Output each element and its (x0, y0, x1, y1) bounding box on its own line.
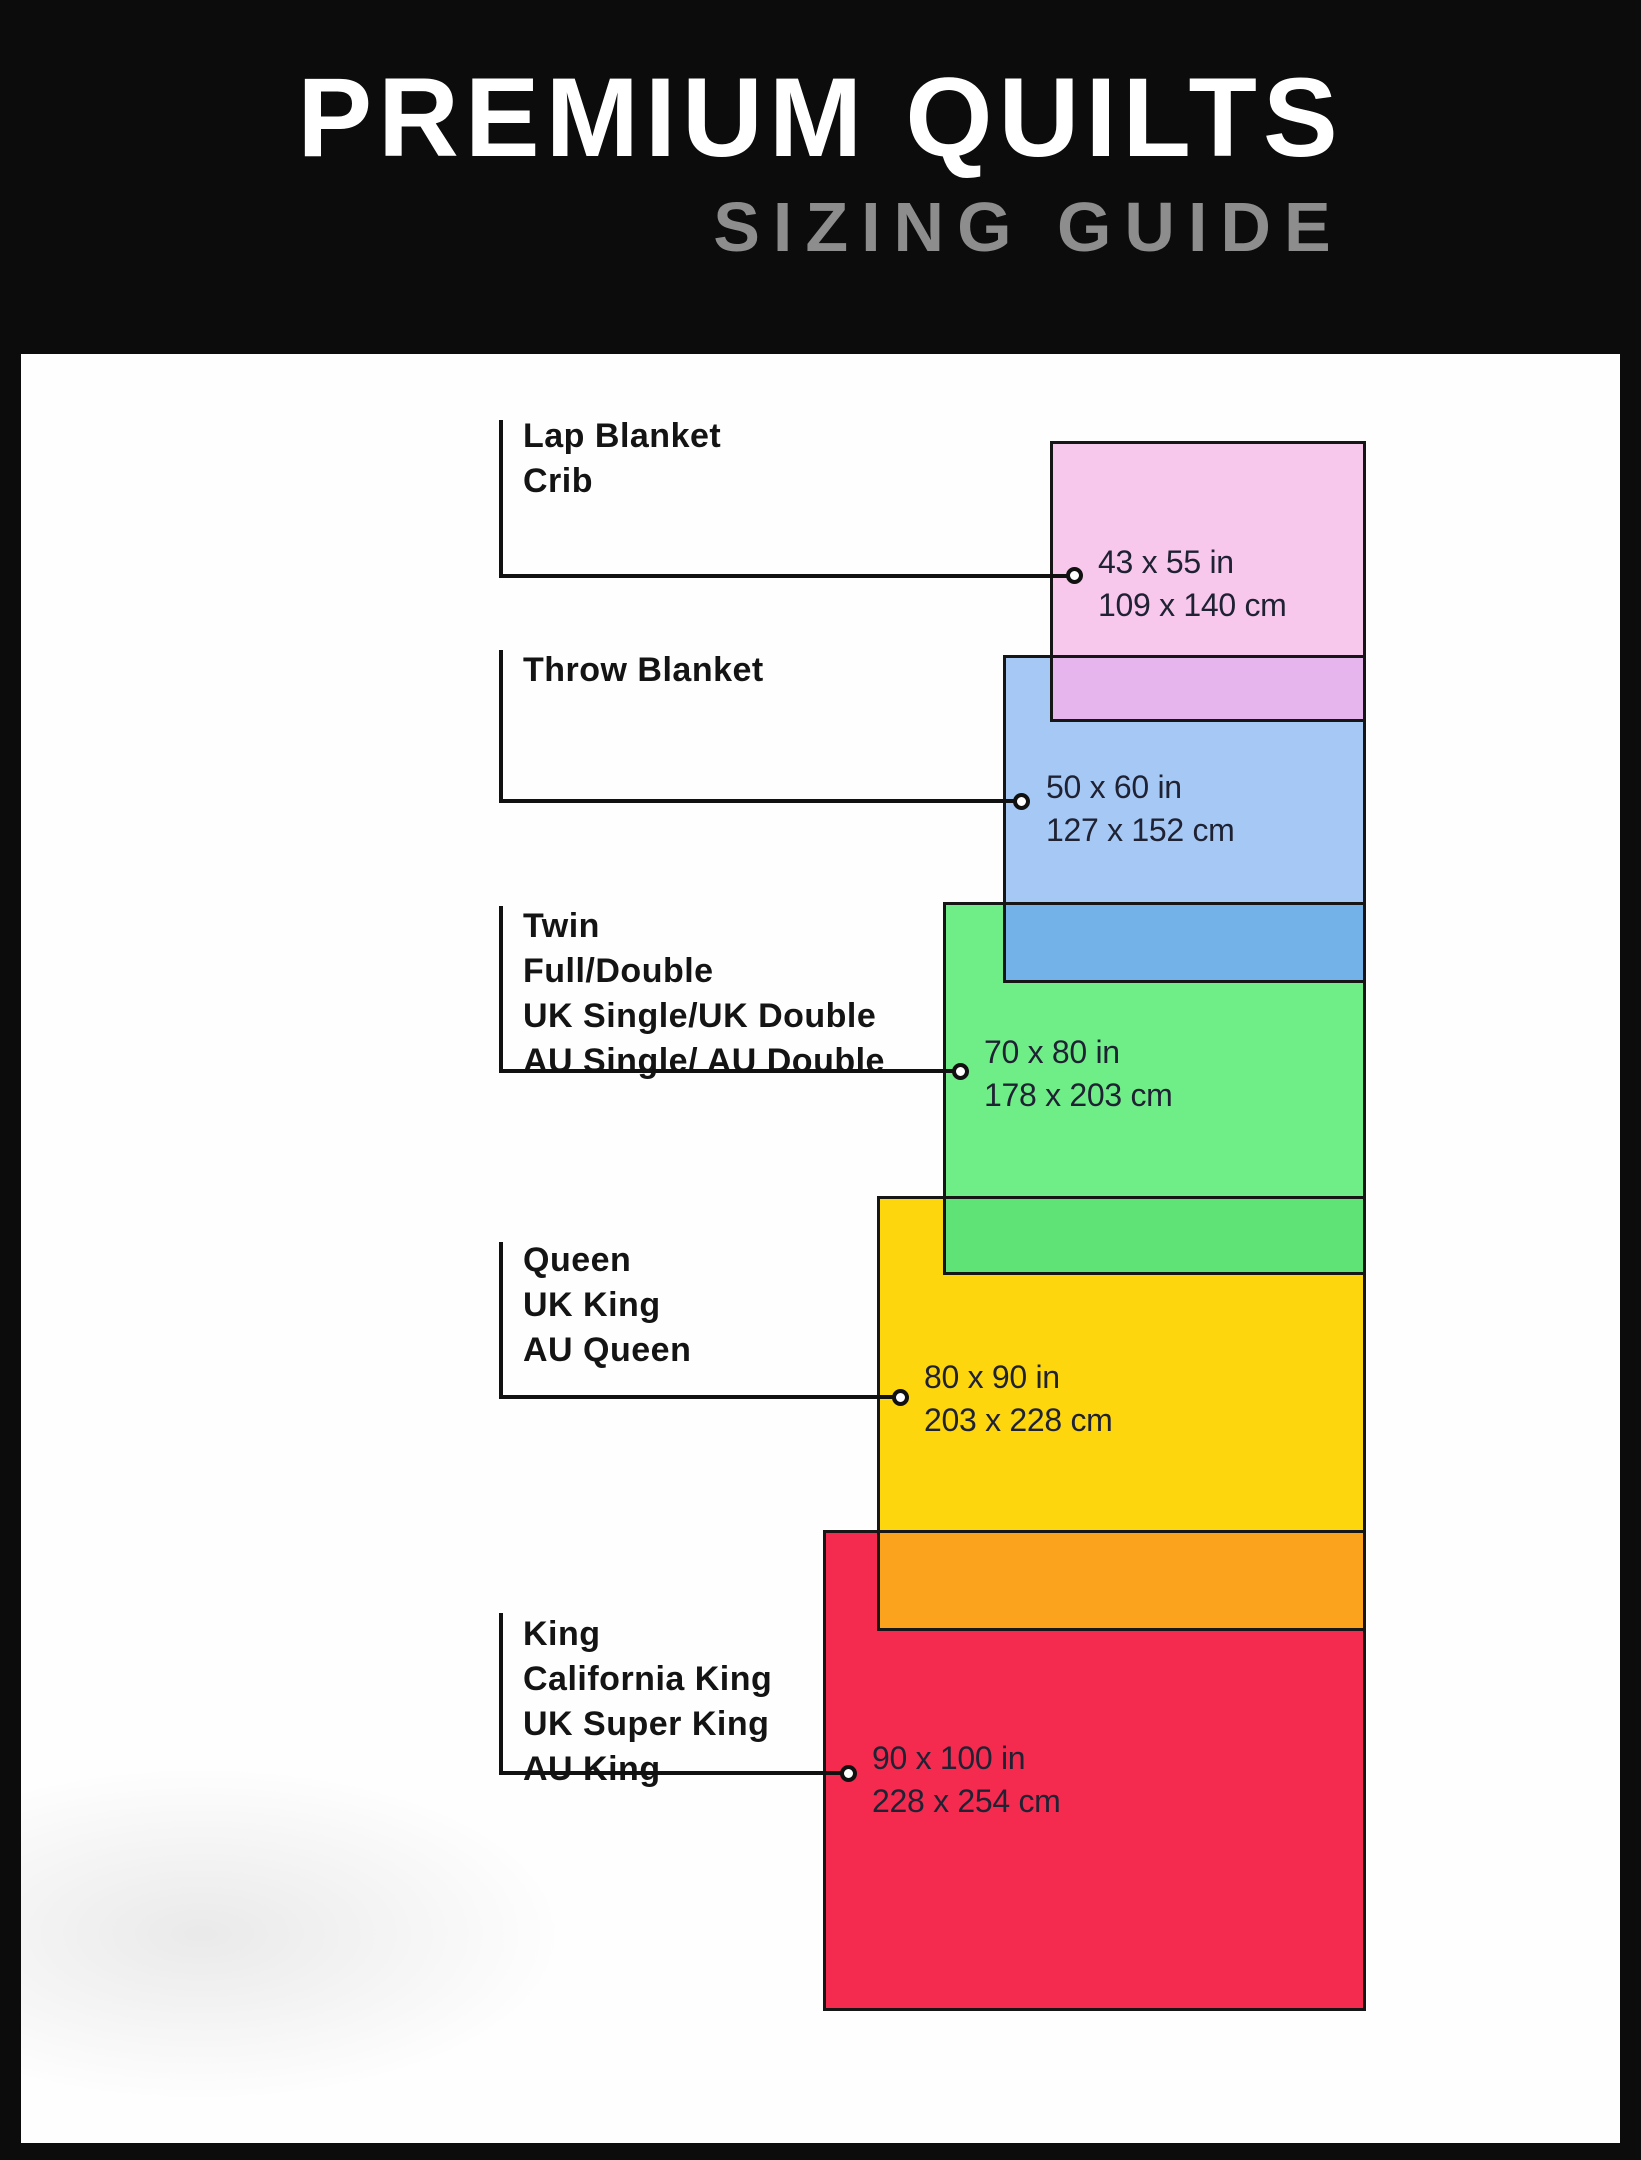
connector-horizontal-throw-blanket (499, 799, 1018, 803)
dimensions-lap-blanket: 43 x 55 in 109 x 140 cm (1098, 541, 1287, 627)
connector-horizontal-twin (499, 1069, 957, 1073)
connector-horizontal-lap-blanket (499, 574, 1071, 578)
overlap-strip-queen-king (880, 1530, 1363, 1628)
label-line: Queen (523, 1241, 632, 1279)
marker-dot-lap-blanket (1066, 567, 1083, 584)
dimension-inches: 43 x 55 in (1098, 544, 1234, 580)
label-king: King California King UK Super King AU Ki… (523, 1612, 772, 1792)
marker-dot-throw-blanket (1013, 793, 1030, 810)
header: PREMIUM QUILTS SIZING GUIDE (0, 0, 1641, 354)
dimensions-queen: 80 x 90 in 203 x 228 cm (924, 1356, 1113, 1442)
quilt-rect-lap-blanket (1050, 441, 1366, 722)
overlap-strip-lap-throw (1053, 655, 1363, 719)
label-line: UK Single/UK Double (523, 997, 877, 1035)
label-line: AU King (523, 1750, 661, 1788)
label-line: California King (523, 1660, 773, 1698)
label-line: AU Queen (523, 1331, 692, 1369)
connector-vertical-throw-blanket (499, 650, 503, 803)
dimensions-king: 90 x 100 in 228 x 254 cm (872, 1737, 1061, 1823)
dimension-cm: 178 x 203 cm (984, 1077, 1173, 1113)
label-line: Full/Double (523, 952, 714, 990)
dimensions-throw-blanket: 50 x 60 in 127 x 152 cm (1046, 766, 1235, 852)
marker-dot-twin (952, 1063, 969, 1080)
label-queen: Queen UK King AU Queen (523, 1238, 691, 1373)
connector-horizontal-king (499, 1771, 845, 1775)
connector-vertical-twin (499, 906, 503, 1073)
dimensions-twin: 70 x 80 in 178 x 203 cm (984, 1031, 1173, 1117)
dimension-inches: 50 x 60 in (1046, 769, 1182, 805)
label-line: Lap Blanket (523, 417, 722, 455)
label-line: Throw Blanket (523, 651, 764, 689)
connector-vertical-lap-blanket (499, 420, 503, 578)
connector-vertical-queen (499, 1242, 503, 1399)
label-line: King (523, 1615, 601, 1653)
dimension-cm: 127 x 152 cm (1046, 812, 1235, 848)
dimension-inches: 70 x 80 in (984, 1034, 1120, 1070)
label-line: Twin (523, 907, 600, 945)
page-title: PREMIUM QUILTS (297, 55, 1344, 180)
label-line: Crib (523, 462, 593, 500)
marker-dot-king (840, 1765, 857, 1782)
overlap-strip-twin-queen (946, 1196, 1363, 1272)
label-line: UK King (523, 1286, 661, 1324)
overlap-strip-throw-twin (1006, 902, 1363, 980)
page-subtitle: SIZING GUIDE (713, 188, 1344, 267)
content-panel (21, 354, 1620, 2143)
connector-horizontal-queen (499, 1395, 897, 1399)
dimension-inches: 80 x 90 in (924, 1359, 1060, 1395)
marker-dot-queen (892, 1389, 909, 1406)
label-line: UK Super King (523, 1705, 770, 1743)
connector-vertical-king (499, 1613, 503, 1775)
label-twin-full-double: Twin Full/Double UK Single/UK Double AU … (523, 904, 885, 1084)
label-line: AU Single/ AU Double (523, 1042, 885, 1080)
dimension-cm: 203 x 228 cm (924, 1402, 1113, 1438)
header-inner: PREMIUM QUILTS SIZING GUIDE (297, 0, 1343, 267)
dimension-inches: 90 x 100 in (872, 1740, 1026, 1776)
dimension-cm: 228 x 254 cm (872, 1783, 1061, 1819)
dimension-cm: 109 x 140 cm (1098, 587, 1287, 623)
label-lap-blanket-crib: Lap Blanket Crib (523, 414, 721, 504)
label-throw-blanket: Throw Blanket (523, 648, 764, 693)
